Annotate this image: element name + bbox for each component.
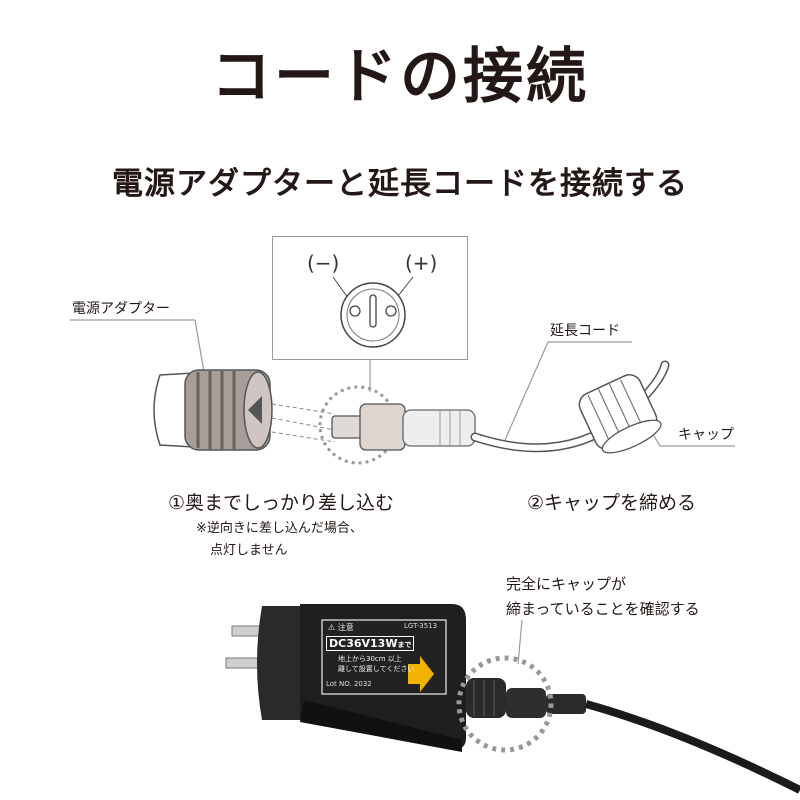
note-line-1: ※逆向きに差し込んだ場合、 bbox=[196, 521, 363, 536]
rating-value: DC36V13W bbox=[329, 637, 398, 650]
page-title: コードの接続 bbox=[211, 42, 589, 112]
rating-text: DC36V13Wまで bbox=[326, 636, 415, 651]
lot-number: Lot NO. 2032 bbox=[326, 680, 372, 688]
cap bbox=[578, 374, 662, 454]
cap-label: キャップ bbox=[678, 427, 734, 443]
socket-hole-minus bbox=[349, 305, 361, 317]
reverse-insertion-note: ※逆向きに差し込んだ場合、 点灯しません bbox=[196, 518, 363, 562]
check-note-line-2: 締まっていることを確認する bbox=[506, 600, 700, 618]
plug-prong-lower bbox=[225, 657, 263, 669]
step-2-text: ②キャップを締める bbox=[527, 492, 697, 514]
closeup-inset: (−) (+) bbox=[272, 236, 468, 360]
cord-leader bbox=[504, 341, 549, 441]
adapter-leader bbox=[194, 319, 206, 379]
polarity-plus-label: (+) bbox=[405, 251, 438, 275]
warning-word: 注意 bbox=[337, 623, 354, 632]
extension-plug bbox=[331, 403, 476, 451]
note-line-2: 点灯しません bbox=[210, 543, 288, 558]
step-1-text: ①奥までしっかり差し込む bbox=[168, 492, 395, 514]
direction-arrow bbox=[408, 656, 434, 692]
socket-key bbox=[369, 294, 377, 328]
warning-label-text: ⚠ 注意 bbox=[328, 623, 354, 632]
install-note-line-2: 離して設置してください bbox=[338, 665, 415, 673]
adapter-label-text: 電源アダプター bbox=[72, 301, 170, 317]
polarity-minus-label: (−) bbox=[307, 251, 340, 275]
adapter-photo bbox=[225, 604, 800, 794]
extension-cord-label: 延長コード bbox=[550, 323, 620, 339]
gland-highlight-circle bbox=[456, 655, 554, 753]
alignment-guides bbox=[271, 403, 336, 443]
cable-gland bbox=[466, 678, 506, 718]
output-cable bbox=[584, 700, 800, 794]
adapter-connector bbox=[153, 369, 273, 451]
leader-lines bbox=[70, 319, 735, 447]
page-subtitle: 電源アダプターと延長コードを接続する bbox=[112, 166, 688, 202]
install-note-line-1: 地上から30cm 以上 bbox=[338, 655, 402, 663]
rating-suffix: まで bbox=[397, 641, 412, 649]
model-code: LGT-3513 bbox=[404, 622, 438, 630]
socket-hole-plus bbox=[385, 305, 397, 317]
cap-check-note: 完全にキャップが 締まっていることを確認する bbox=[506, 572, 700, 622]
plug-prong-upper bbox=[231, 625, 263, 637]
socket-face-diagram bbox=[332, 276, 414, 348]
gland-leader bbox=[517, 619, 523, 665]
check-note-line-1: 完全にキャップが bbox=[506, 575, 627, 593]
